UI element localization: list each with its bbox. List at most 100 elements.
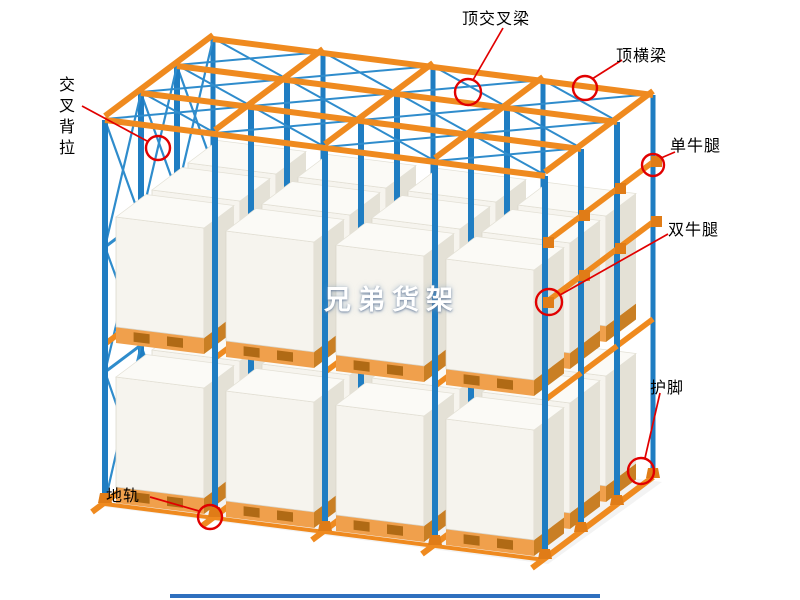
top-cross-brace <box>322 51 398 94</box>
top-cross-brace <box>250 105 326 148</box>
box-top <box>261 181 381 216</box>
top-cross-brace <box>360 119 436 162</box>
pallet-rail <box>615 316 655 349</box>
label-top-beam: 顶横梁 <box>616 48 668 65</box>
top-rail <box>213 46 325 133</box>
box-top <box>371 195 491 230</box>
foot-guard <box>538 549 552 559</box>
leader-line-double-corbel <box>559 233 669 296</box>
box-side <box>570 220 600 353</box>
marker-double-corbel <box>534 287 564 317</box>
depth-cell-0 <box>102 92 583 558</box>
top-cross-brace <box>396 92 472 135</box>
foot-guard <box>574 522 588 532</box>
box-front <box>225 230 315 353</box>
pallet-slot <box>133 332 150 344</box>
foot-guard <box>610 495 624 505</box>
leader-line-foot-guard <box>644 392 661 459</box>
marker-top-cross-beam <box>453 77 483 107</box>
pallet-side <box>606 303 636 342</box>
box-front <box>115 376 205 499</box>
top-cross-brace <box>286 78 362 121</box>
top-rail <box>543 88 655 175</box>
box-side <box>534 247 564 380</box>
pallet-slot <box>133 492 150 504</box>
corbel-bracket <box>579 210 590 221</box>
top-rail <box>103 32 215 119</box>
foot-guard <box>318 521 332 531</box>
pallet-side <box>534 517 564 556</box>
top-cross-brace <box>542 79 618 122</box>
pallet-slot <box>497 378 513 390</box>
corbel-beams <box>543 156 662 308</box>
leader-line-top-beam <box>591 59 623 80</box>
pallet-side <box>570 490 600 529</box>
box-top <box>481 209 601 244</box>
pallet-slot <box>277 510 293 522</box>
box-top <box>445 236 565 271</box>
ground-rail <box>530 474 655 571</box>
top-cross-brace <box>506 106 582 149</box>
corbel-bracket <box>579 270 590 281</box>
pallet-side <box>570 330 600 369</box>
box-top <box>115 194 235 229</box>
watermark: 兄弟货架 <box>324 285 460 315</box>
pallet-slot <box>387 364 403 376</box>
top-structure <box>103 32 655 179</box>
top-beam <box>140 90 582 152</box>
pallet-rail <box>543 370 583 403</box>
box-front <box>335 404 425 527</box>
marker-single-corbel <box>640 152 666 178</box>
bottom-edge-strip <box>170 594 600 598</box>
corbel-bracket <box>651 156 662 167</box>
pallet-slot <box>243 506 260 518</box>
box-front <box>115 216 205 339</box>
pallet-rail <box>579 343 619 376</box>
label-top-cross-beam: 顶交叉梁 <box>462 11 531 28</box>
box-front <box>225 390 315 513</box>
top-beam <box>104 117 546 179</box>
pallet-slot <box>463 534 480 546</box>
annotation-marks <box>81 27 676 531</box>
top-beam <box>176 63 618 125</box>
top-cross-brace <box>176 64 252 107</box>
leader-line-cross-back-brace <box>81 105 148 142</box>
corbel-beam <box>543 159 655 246</box>
label-foot-guard: 护脚 <box>650 380 685 397</box>
corbel-bracket <box>543 297 554 308</box>
bottom-strip <box>170 594 600 598</box>
box-top <box>151 167 271 202</box>
box-side <box>570 380 600 513</box>
front-base-beam <box>104 502 546 562</box>
box-top <box>225 208 345 243</box>
box-top <box>445 396 565 431</box>
top-cross-brace <box>432 65 508 108</box>
box-side <box>606 353 636 486</box>
corbel-bracket <box>543 237 554 248</box>
box-top <box>225 368 345 403</box>
foot-guards <box>98 468 660 559</box>
corbel-bracket <box>615 243 626 254</box>
cross-brace <box>103 92 143 248</box>
leader-line-single-corbel <box>660 151 676 159</box>
label-cross-back-brace: 交叉背拉 <box>56 76 73 160</box>
pallet-slot <box>353 520 370 532</box>
label-single-corbel: 单牛腿 <box>670 138 722 155</box>
pallet-slot <box>353 360 370 372</box>
corbel-bracket <box>615 183 626 194</box>
box-top <box>335 222 455 257</box>
foot-guard <box>98 493 112 503</box>
top-rail <box>323 60 435 147</box>
box-side <box>534 407 564 540</box>
marker-top-beam <box>571 74 599 102</box>
pallet-side <box>534 357 564 396</box>
label-double-corbel: 双牛腿 <box>668 222 720 239</box>
marker-foot-guard <box>626 456 656 486</box>
corbel-beam <box>543 219 655 306</box>
top-rail <box>433 74 545 161</box>
marker-cross-back-brace <box>144 134 172 162</box>
leader-line-ground-rail <box>149 496 200 512</box>
corbel-bracket <box>651 216 662 227</box>
top-cross-brace <box>212 37 288 80</box>
